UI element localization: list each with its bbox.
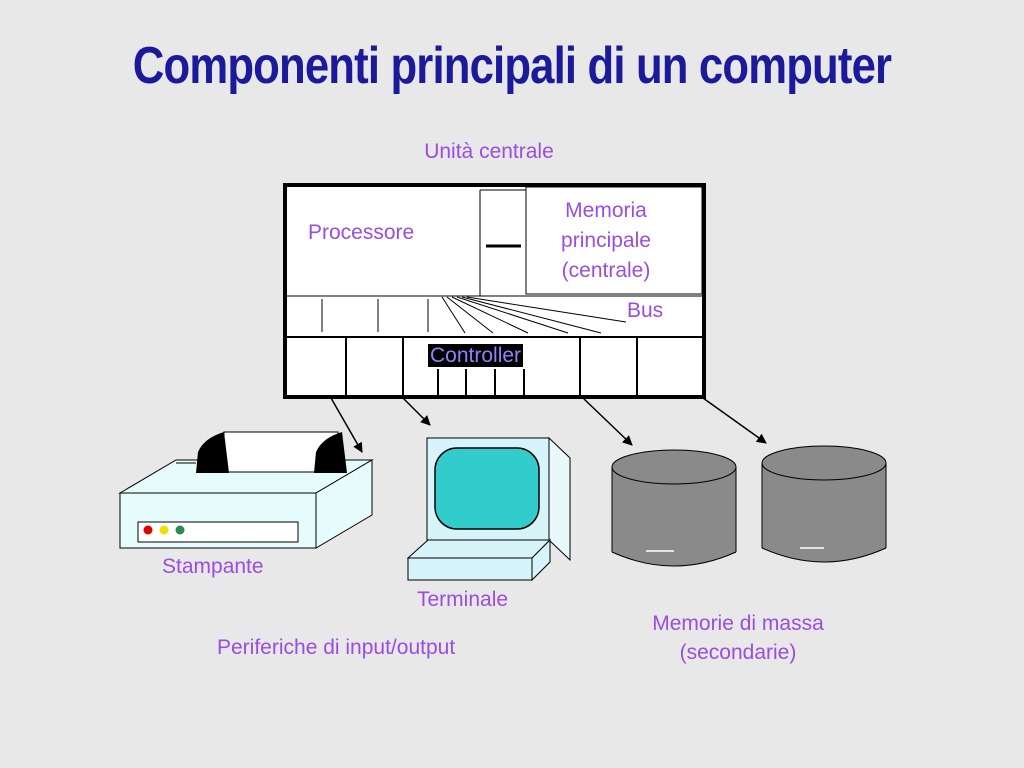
controller-label: Controller bbox=[428, 344, 524, 367]
main-memory-label: Memoria principale (centrale) bbox=[561, 196, 651, 286]
slide-title: Componenti principali di un computer bbox=[132, 37, 892, 95]
led-red-icon bbox=[143, 525, 153, 535]
arrow-to-disk-2 bbox=[702, 397, 767, 444]
central-unit-box bbox=[283, 183, 706, 399]
disk-icon-1 bbox=[611, 449, 737, 567]
mass-storage-line-1: Memorie di massa bbox=[652, 612, 824, 635]
central-unit-label: Unità centrale bbox=[424, 140, 554, 163]
bus-label: Bus bbox=[627, 299, 664, 322]
arrow-to-disk-1 bbox=[582, 397, 633, 446]
io-peripherals-label: Periferiche di input/output bbox=[217, 636, 456, 659]
led-yellow-icon bbox=[159, 525, 169, 535]
main-memory-line-1: Memoria bbox=[565, 199, 647, 222]
terminal-label: Terminale bbox=[417, 588, 509, 611]
mass-storage-line-2: (secondarie) bbox=[679, 641, 797, 664]
arrow-to-printer bbox=[330, 397, 363, 453]
mass-storage-label: Memorie di massa (secondarie) bbox=[652, 609, 824, 667]
main-memory-line-3: (centrale) bbox=[561, 259, 651, 282]
printer-label: Stampante bbox=[162, 555, 264, 578]
disk-icon-2 bbox=[761, 445, 887, 563]
screen-icon bbox=[434, 447, 540, 530]
arrow-to-terminal bbox=[402, 397, 431, 426]
processor-label: Processore bbox=[308, 221, 415, 244]
terminal-icon bbox=[406, 436, 571, 582]
printer-icon bbox=[118, 431, 374, 549]
led-green-icon bbox=[175, 525, 185, 535]
controller-label-wrap: Controller bbox=[428, 343, 524, 369]
main-memory-line-2: principale bbox=[561, 229, 651, 252]
